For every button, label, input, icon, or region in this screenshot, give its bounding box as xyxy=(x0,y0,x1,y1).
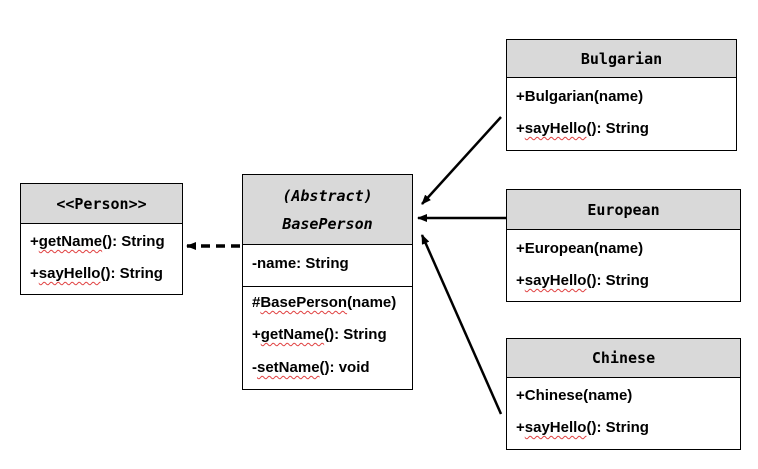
baseperson-method-constructor: #BasePerson(name) xyxy=(252,294,397,311)
european-methods-section: +European(name) +sayHello(): String xyxy=(507,230,740,289)
chinese-method-constructor: +Chinese(name) xyxy=(516,387,633,404)
european-method-sayhello: +sayHello(): String xyxy=(516,272,649,289)
chinese-methods-section: +Chinese(name) +sayHello(): String xyxy=(507,378,740,436)
baseperson-abstract-label: (Abstract) xyxy=(282,186,373,205)
bulgarian-method-constructor: +Bulgarian(name) xyxy=(516,88,644,105)
person-method-sayhello: +sayHello(): String xyxy=(30,265,163,282)
person-interface-box: <<Person>> +getName(): String +sayHello(… xyxy=(20,183,183,295)
inheritance-arrow-bulgarian-to-baseperson xyxy=(421,116,502,205)
baseperson-class-name: BasePerson xyxy=(282,214,373,233)
person-method-getname: +getName(): String xyxy=(30,233,165,250)
person-interface-header: <<Person>> xyxy=(21,184,182,224)
european-class-box: European +European(name) +sayHello(): St… xyxy=(506,189,741,302)
bulgarian-class-header: Bulgarian xyxy=(507,40,736,78)
baseperson-method-getname: +getName(): String xyxy=(252,326,387,343)
bulgarian-methods-section: +Bulgarian(name) +sayHello(): String xyxy=(507,78,736,137)
person-methods-section: +getName(): String +sayHello(): String xyxy=(21,224,182,282)
baseperson-methods-section: #BasePerson(name) +getName(): String -se… xyxy=(243,286,412,376)
baseperson-field-name: -name: String xyxy=(252,255,349,272)
chinese-method-sayhello: +sayHello(): String xyxy=(516,419,649,436)
chinese-class-box: Chinese +Chinese(name) +sayHello(): Stri… xyxy=(506,338,741,450)
baseperson-class-box: (Abstract) BasePerson -name: String #Bas… xyxy=(242,174,413,390)
european-method-constructor: +European(name) xyxy=(516,240,644,257)
baseperson-fields-section: -name: String xyxy=(243,245,412,286)
bulgarian-method-sayhello: +sayHello(): String xyxy=(516,120,649,137)
baseperson-class-header: (Abstract) BasePerson xyxy=(243,175,412,245)
chinese-class-header: Chinese xyxy=(507,339,740,378)
bulgarian-class-box: Bulgarian +Bulgarian(name) +sayHello(): … xyxy=(506,39,737,151)
european-class-header: European xyxy=(507,190,740,230)
inheritance-arrow-chinese-to-baseperson xyxy=(420,234,503,415)
baseperson-method-setname: -setName(): void xyxy=(252,359,370,376)
